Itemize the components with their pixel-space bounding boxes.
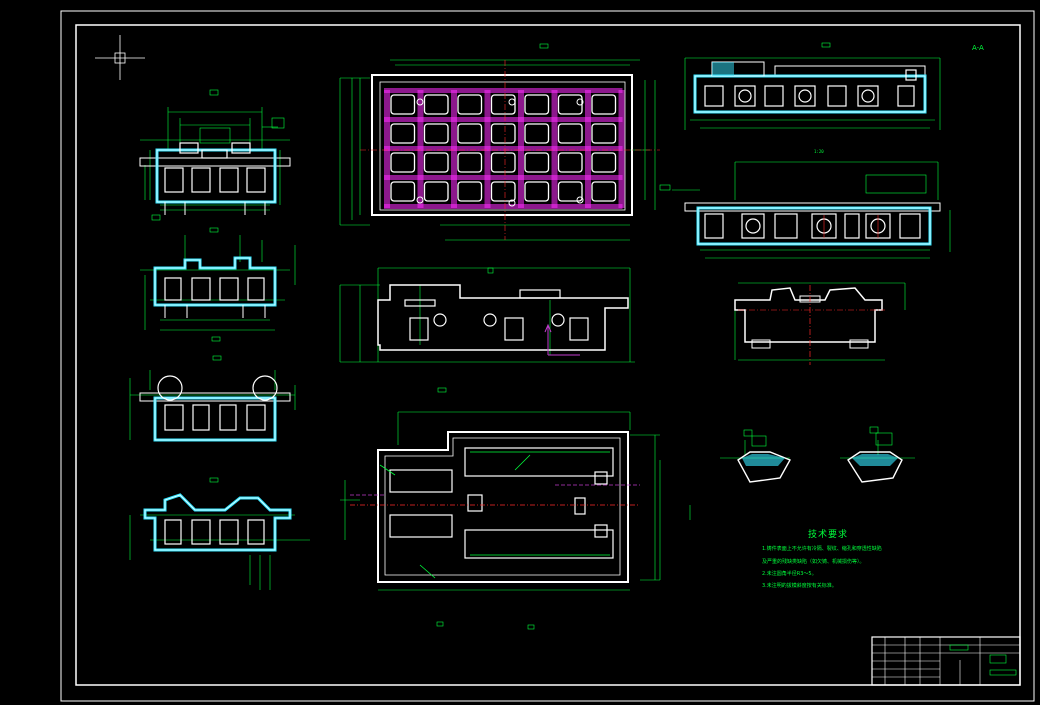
scale-label: 1:20 bbox=[814, 149, 824, 154]
plan-cell bbox=[591, 181, 617, 202]
plan-cell bbox=[457, 94, 483, 115]
plan-cell bbox=[457, 181, 483, 202]
plan-view-top bbox=[339, 43, 660, 241]
inner-frame bbox=[75, 24, 1021, 686]
hatch-bar bbox=[384, 175, 623, 180]
plan-cell bbox=[524, 152, 550, 173]
technical-requirement-line: 及严重的残缺类缺陷（如欠铸、机械损伤等）。 bbox=[762, 559, 865, 565]
plan-cell bbox=[390, 152, 416, 173]
boss-hole bbox=[576, 98, 584, 106]
top-view-bottom bbox=[340, 387, 691, 630]
technical-requirement-line: 3.未注明的拔模斜度按有关标准。 bbox=[762, 583, 837, 589]
boss-hole bbox=[576, 196, 584, 204]
boss-hole bbox=[416, 98, 424, 106]
plan-cell bbox=[490, 123, 516, 144]
plan-cell bbox=[490, 181, 516, 202]
end-elevation bbox=[734, 282, 906, 365]
section-view-3 bbox=[129, 355, 296, 442]
hatch-bar bbox=[384, 88, 623, 93]
plan-cell bbox=[524, 123, 550, 144]
crosshair-icon bbox=[95, 35, 145, 80]
boss-hole bbox=[508, 199, 516, 207]
front-elevation bbox=[339, 267, 635, 363]
technical-requirements-title: 技术要求 bbox=[808, 530, 849, 540]
plan-cell bbox=[490, 94, 516, 115]
section-view-2 bbox=[140, 227, 296, 342]
plan-cell bbox=[390, 94, 416, 115]
detail-section-left bbox=[720, 429, 791, 483]
section-view-4 bbox=[129, 477, 310, 590]
corner-section-label: A-A bbox=[972, 44, 984, 52]
plan-cell bbox=[591, 123, 617, 144]
hatch-bar bbox=[384, 204, 623, 209]
outer-frame bbox=[60, 10, 1035, 702]
hatch-bar bbox=[384, 117, 623, 122]
plan-cell bbox=[557, 152, 583, 173]
plan-cell bbox=[524, 94, 550, 115]
plan-cell bbox=[490, 152, 516, 173]
technical-requirement-line: 2.未注圆角半径R3～5。 bbox=[762, 571, 817, 577]
plan-cell bbox=[423, 152, 449, 173]
hatch-bar bbox=[384, 146, 623, 151]
plan-cell-grid bbox=[384, 88, 625, 209]
plan-cell bbox=[591, 152, 617, 173]
plan-cell bbox=[524, 181, 550, 202]
plan-cell bbox=[557, 123, 583, 144]
plan-cell bbox=[457, 123, 483, 144]
plan-cell bbox=[390, 181, 416, 202]
technical-requirement-line: 1.铸件表面上不允许有冷隔、裂纹、缩孔和穿透性缺陷 bbox=[762, 546, 882, 552]
long-section-b bbox=[659, 161, 951, 259]
plan-cell bbox=[390, 123, 416, 144]
plan-cell bbox=[423, 94, 449, 115]
boss-hole bbox=[416, 196, 424, 204]
section-view-1 bbox=[139, 89, 291, 221]
plan-cell bbox=[423, 123, 449, 144]
detail-section-right bbox=[840, 426, 915, 483]
boss-hole bbox=[508, 98, 516, 106]
plan-cell bbox=[557, 181, 583, 202]
long-section-a bbox=[684, 42, 941, 130]
plan-cell bbox=[457, 152, 483, 173]
plan-cell bbox=[423, 181, 449, 202]
title-block bbox=[871, 636, 1021, 686]
plan-cell bbox=[591, 94, 617, 115]
